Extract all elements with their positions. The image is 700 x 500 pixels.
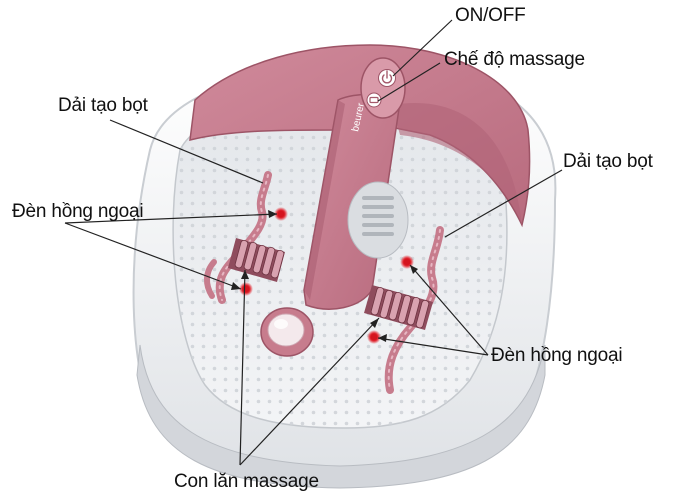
- leader-lines: [64, 19, 563, 466]
- mode-button[interactable]: [366, 92, 382, 108]
- label-bubble-strip-right: Dải tạo bọt: [563, 151, 653, 172]
- rim: [189, 44, 531, 228]
- label-on-off: ON/OFF: [455, 5, 526, 26]
- bubble-strip-left: [204, 171, 272, 304]
- arrowheads: [231, 210, 418, 342]
- infrared-lights: [239, 207, 414, 344]
- label-bubble-strip-left: Dải tạo bọt: [58, 95, 148, 116]
- center-knob: [260, 307, 314, 357]
- vent: [347, 181, 409, 259]
- roller-left: [228, 238, 285, 282]
- mode-icon: [369, 96, 379, 104]
- label-infrared-left: Đèn hồng ngoại: [12, 201, 144, 222]
- label-massage-roller: Con lăn massage: [174, 471, 319, 492]
- label-infrared-right: Đèn hồng ngoại: [491, 345, 623, 366]
- label-massage-mode: Chế độ massage: [444, 49, 585, 70]
- roller-right: [364, 285, 433, 330]
- power-icon: [381, 70, 393, 84]
- control-panel: [360, 57, 406, 119]
